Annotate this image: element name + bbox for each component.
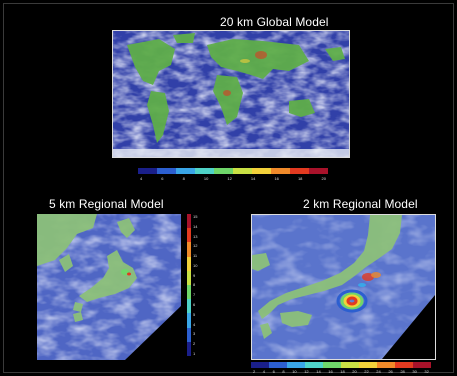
tick-label: 6 — [161, 176, 164, 181]
tick-label: 28 — [400, 369, 405, 374]
regional-2km-colorbar — [251, 362, 431, 368]
tick-label: 12 — [227, 176, 232, 181]
colorbar-swatch-1 — [138, 168, 157, 174]
colorbar-swatch-7 — [252, 168, 271, 174]
tick-label: 14 — [193, 223, 198, 229]
colorbar-swatch-3 — [287, 362, 305, 368]
regional-5km-title: 5 km Regional Model — [49, 197, 164, 211]
colorbar-swatch-3 — [176, 168, 195, 174]
tick-label: 12 — [304, 369, 309, 374]
colorbar-swatch-5 — [187, 284, 191, 300]
colorbar-swatch-4 — [305, 362, 323, 368]
global-model-title: 20 km Global Model — [220, 15, 329, 29]
global-colorbar — [138, 168, 328, 174]
tick-label: 4 — [140, 176, 143, 181]
colorbar-swatch-7 — [187, 256, 191, 271]
tick-label: 32 — [424, 369, 429, 374]
colorbar-swatch-8 — [271, 168, 290, 174]
tick-label: 22 — [364, 369, 369, 374]
tick-label: 13 — [193, 233, 198, 239]
tick-label: 10 — [292, 369, 297, 374]
colorbar-swatch-1 — [187, 341, 191, 356]
tick-label: 20 — [321, 176, 326, 181]
tick-label: 30 — [412, 369, 417, 374]
global-colorbar-ticks: 4 6 8 10 12 14 16 18 20 — [140, 176, 326, 181]
regional-5km-colorbar-ticks: 1 2 3 4 5 6 7 8 9 10 11 12 13 14 15 — [193, 214, 197, 356]
colorbar-swatch-6 — [187, 270, 191, 285]
tick-label: 24 — [376, 369, 381, 374]
tick-label: 18 — [340, 369, 345, 374]
figure-frame — [3, 3, 454, 373]
tick-label: 1 — [193, 350, 196, 356]
tick-label: 26 — [388, 369, 393, 374]
tick-label: 2 — [253, 369, 256, 374]
tick-label: 8 — [182, 176, 185, 181]
tick-label: 14 — [250, 176, 256, 181]
tick-label: 12 — [193, 243, 198, 249]
tick-label: 11 — [193, 253, 198, 259]
tick-label: 2 — [193, 341, 196, 347]
tick-label: 16 — [328, 369, 333, 374]
colorbar-swatch-2 — [187, 327, 191, 342]
colorbar-swatch-4 — [187, 299, 191, 314]
colorbar-swatch-10 — [309, 168, 328, 174]
colorbar-swatch-10 — [413, 362, 431, 368]
global-model-map — [112, 30, 350, 158]
colorbar-swatch-4 — [195, 168, 214, 174]
colorbar-swatch-7 — [359, 362, 377, 368]
tick-label: 3 — [193, 331, 196, 337]
colorbar-swatch-1 — [251, 362, 269, 368]
colorbar-swatch-3 — [187, 313, 191, 328]
colorbar-swatch-6 — [233, 168, 252, 174]
tick-label: 4 — [262, 369, 266, 374]
tick-label: 9 — [193, 272, 196, 278]
regional-5km-colorbar — [187, 213, 191, 356]
tick-label: 15 — [193, 214, 198, 219]
colorbar-swatch-6 — [341, 362, 359, 368]
colorbar-swatch-8 — [187, 242, 191, 257]
colorbar-swatch-9 — [395, 362, 413, 368]
tick-label: 6 — [193, 302, 196, 308]
tick-label: 8 — [193, 282, 196, 288]
tick-label: 8 — [282, 369, 285, 374]
tick-label: 10 — [193, 262, 198, 268]
colorbar-swatch-10 — [187, 213, 191, 229]
tick-label: 20 — [352, 369, 357, 374]
colorbar-swatch-8 — [377, 362, 395, 368]
regional-2km-colorbar-ticks: 2 4 6 8 10 12 14 16 18 20 22 24 26 28 30… — [253, 369, 429, 374]
colorbar-swatch-5 — [323, 362, 341, 368]
tick-label: 14 — [316, 369, 321, 374]
colorbar-swatch-9 — [290, 168, 309, 174]
tick-label: 7 — [193, 292, 196, 298]
tick-label: 5 — [193, 311, 196, 317]
regional-5km-map — [37, 214, 181, 360]
colorbar-swatch-2 — [269, 362, 287, 368]
colorbar-swatch-2 — [157, 168, 176, 174]
tick-label: 10 — [203, 176, 209, 181]
regional-2km-title: 2 km Regional Model — [303, 197, 418, 211]
tick-label: 6 — [272, 369, 275, 374]
tick-label: 4 — [193, 321, 196, 327]
regional-2km-map — [251, 214, 436, 360]
tick-label: 18 — [297, 176, 303, 181]
colorbar-swatch-9 — [187, 228, 191, 243]
tick-label: 16 — [274, 176, 279, 181]
colorbar-swatch-5 — [214, 168, 233, 174]
